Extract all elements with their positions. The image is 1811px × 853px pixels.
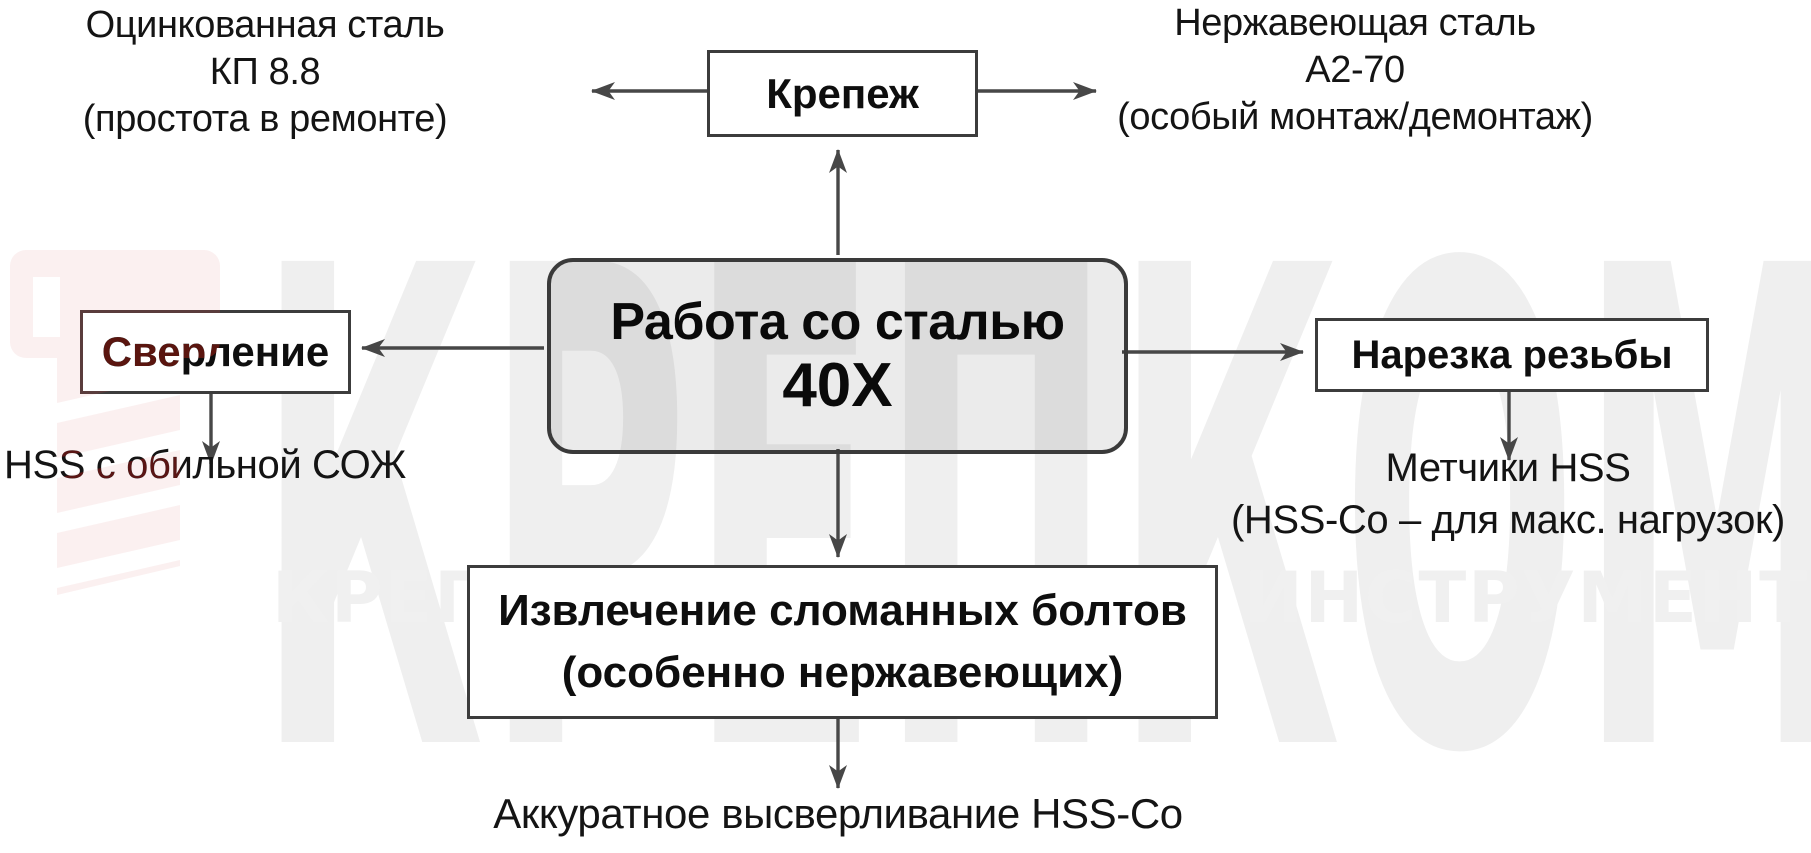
note-line: (особый монтаж/демонтаж): [1117, 96, 1593, 138]
note-line: Оцинкованная сталь: [85, 4, 445, 46]
screw-logo-watermark: [10, 250, 220, 595]
screw-thread-band: [57, 505, 180, 568]
note-line: (простота в ремонте): [82, 98, 448, 140]
note-line: Метчики HSS: [1385, 446, 1631, 490]
note-careful-drilling: Аккуратное высверливание HSS-Co: [438, 790, 1238, 837]
node-label: Сверление: [101, 328, 330, 375]
node-drilling: Сверление: [80, 310, 351, 394]
central-node-subtitle: 40Х: [782, 351, 893, 420]
note-line: Нержавеющая сталь: [1174, 2, 1536, 44]
note-line: А2-70: [1305, 49, 1405, 91]
note-line: КП 8.8: [209, 51, 321, 93]
node-thread-cutting: Нарезка резьбы: [1315, 318, 1709, 392]
screw-logo-tint-overlay: [10, 250, 220, 595]
node-broken-bolt-extraction: Извлечение сломанных болтов (особенно не…: [467, 565, 1218, 719]
node-label: Извлечение сломанных болтов: [498, 586, 1187, 635]
note-line: HSS с обильной СОЖ: [4, 443, 406, 487]
central-node-title: Работа со сталью: [610, 293, 1065, 351]
node-label: Нарезка резьбы: [1351, 332, 1673, 377]
node-label: (особенно нержавеющих): [561, 648, 1124, 697]
note-drilling-hss: HSS с обильной СОЖ: [0, 442, 410, 489]
screw-thread-band: [57, 560, 180, 595]
node-steel-40x-central: Работа со сталью 40Х: [547, 258, 1128, 454]
note-stainless-steel: Нержавеющая сталь А2-70 (особый монтаж/д…: [1005, 0, 1705, 141]
note-line: Аккуратное высверливание HSS-Co: [493, 790, 1183, 837]
note-taps-hss: Метчики HSS (HSS-Co – для макс. нагрузок…: [1205, 442, 1811, 546]
node-label: Крепеж: [766, 69, 919, 117]
node-fasteners: Крепеж: [707, 50, 978, 137]
note-galvanized-steel: Оцинкованная сталь КП 8.8 (простота в ре…: [0, 2, 530, 143]
note-line: (HSS-Co – для макс. нагрузок): [1231, 498, 1785, 542]
